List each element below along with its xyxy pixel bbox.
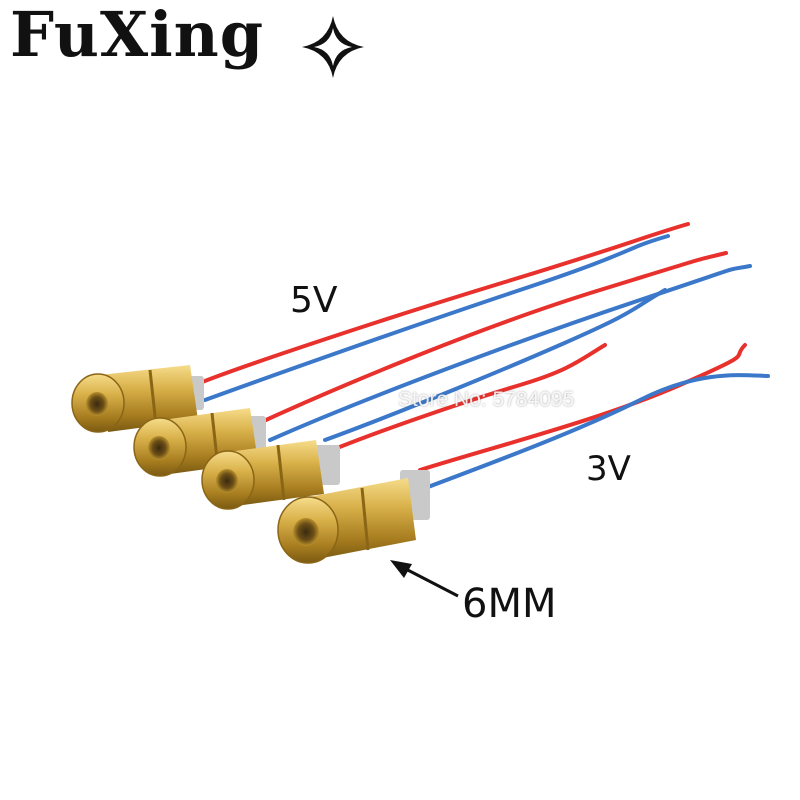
laser-module-1 bbox=[71, 365, 204, 433]
red-wire-4 bbox=[418, 343, 747, 472]
wires bbox=[193, 222, 770, 492]
four-point-star-icon bbox=[302, 16, 364, 78]
voltage-5v-label: 5V bbox=[290, 280, 338, 321]
red-wire-3 bbox=[318, 343, 607, 457]
red-wire-1 bbox=[193, 222, 690, 387]
blue-wire-3 bbox=[323, 288, 667, 442]
brand-title: FuXing bbox=[10, 0, 265, 71]
laser-module-4 bbox=[277, 470, 430, 564]
red-wire-2 bbox=[253, 251, 728, 427]
blue-wire-2 bbox=[268, 264, 752, 442]
diameter-label: 6MM bbox=[462, 581, 557, 627]
blue-wire-4 bbox=[418, 373, 770, 492]
store-watermark: Store No: 5784095 bbox=[398, 388, 575, 411]
arrow-icon bbox=[390, 560, 459, 598]
voltage-3v-label: 3V bbox=[586, 449, 631, 489]
blue-wire-1 bbox=[203, 234, 670, 402]
laser-module-3 bbox=[201, 440, 340, 510]
